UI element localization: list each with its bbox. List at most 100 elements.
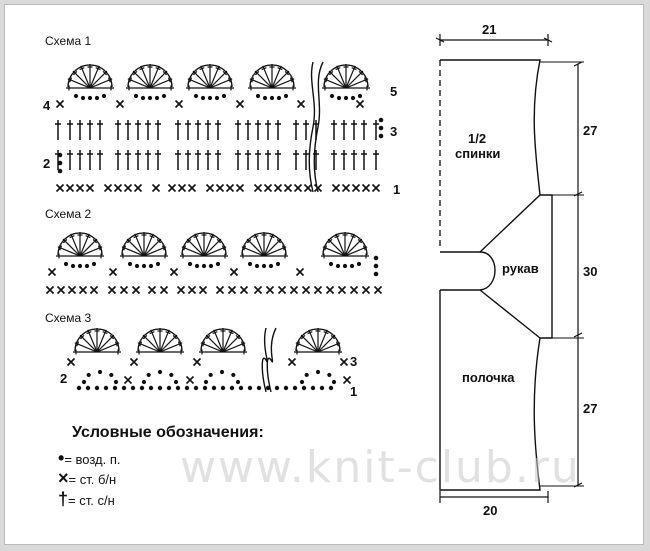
fan-stitch [222, 342, 246, 353]
fan-stitch-bar [221, 245, 225, 251]
fan-stitch-bar [156, 238, 162, 244]
chain-stitch [211, 385, 217, 391]
fan-stitch [70, 233, 81, 257]
fan-stitch-bar [126, 238, 132, 244]
chain-stitch [229, 385, 235, 391]
single-crochet [198, 285, 208, 295]
double-crochet [373, 150, 379, 170]
double-crochet [77, 150, 83, 170]
fan-stitch [254, 70, 273, 89]
fan-stitch [96, 329, 107, 353]
fan-stitch [192, 70, 211, 89]
fan-stitch [140, 65, 151, 89]
legend-item-double: †= ст. с/н [58, 489, 115, 509]
fan-stitch [121, 246, 145, 257]
fan-stitch [79, 233, 90, 257]
fan-stitch-bar [246, 238, 252, 244]
chain-stitch [57, 168, 63, 174]
fan-arc [57, 232, 103, 256]
single-crochet [253, 183, 263, 193]
fan-arc [241, 232, 287, 256]
chain-stitch [255, 93, 261, 99]
fan-stitch-bar [133, 235, 139, 239]
double-crochet [205, 120, 211, 140]
fan-stitch [205, 334, 224, 353]
single-crochet [47, 267, 57, 277]
fan-stitch-bar [362, 245, 366, 251]
fan-stitch [89, 78, 113, 89]
chain-stitch [70, 263, 76, 269]
chain-stitch [357, 93, 363, 99]
fan-stitch-bar [162, 70, 168, 76]
single-crochet [78, 285, 88, 295]
double-crochet [175, 150, 181, 170]
fan-stitch-bar [193, 235, 199, 239]
single-crochet [55, 183, 65, 193]
chain-stitch [141, 263, 147, 269]
back-label: спинки [455, 146, 500, 161]
chain-stitch [103, 385, 109, 391]
break-line [266, 327, 277, 393]
chain-stitch [207, 95, 213, 101]
fan-stitch-bar [76, 341, 80, 347]
fan-stitch-bar [300, 334, 306, 340]
double-crochet [195, 150, 201, 170]
fan-arc [74, 328, 120, 352]
fan-stitch [89, 65, 100, 89]
single-crochet [167, 183, 177, 193]
legend-title: Условные обозначения: [72, 424, 264, 441]
fan-stitch [72, 70, 91, 89]
fan-stitch-bar [289, 77, 293, 83]
fan-stitch [249, 78, 273, 89]
chain-stitch [148, 263, 154, 269]
chain-stitch [220, 385, 226, 391]
single-crochet [361, 183, 371, 193]
double-crochet [373, 120, 379, 140]
fan-stitch-bar [189, 77, 193, 83]
fan-stitch-bar [222, 70, 228, 76]
chain-stitch [378, 133, 384, 139]
double-crochet [145, 150, 151, 170]
double-crochet [275, 120, 281, 140]
fan-stitch-bar [240, 341, 244, 347]
front-label: полочка [462, 370, 515, 385]
chain-stitch [203, 379, 209, 385]
double-crochet [303, 150, 309, 170]
chain-stitch [84, 263, 90, 269]
single-crochet [253, 285, 263, 295]
double-crochet [215, 150, 221, 170]
fan-arc [187, 64, 233, 88]
fan-stitch-bar [102, 331, 108, 335]
row-label-4: 4 [43, 98, 51, 113]
single-crochet [55, 99, 65, 109]
chain-stitch [268, 263, 274, 269]
legend-item-chain: •= возд. п. [58, 448, 121, 468]
fan-stitch-bar [328, 70, 334, 76]
fan-stitch [345, 78, 369, 89]
fan-stitch-bar [276, 238, 282, 244]
front-outline [439, 290, 541, 491]
chain-stitch [342, 263, 348, 269]
chain-stitch [154, 95, 160, 101]
single-crochet [273, 183, 283, 193]
chain-stitch [201, 263, 207, 269]
fan-stitch-bar [350, 235, 356, 239]
single-crochet [341, 183, 351, 193]
chain-stitch [121, 385, 127, 391]
chain-stitch [247, 261, 253, 267]
fan-stitch [159, 342, 183, 353]
chain-stitch [331, 379, 337, 385]
fan-stitch [254, 233, 265, 257]
chain-stitch [63, 261, 69, 267]
double-crochet [303, 120, 309, 140]
single-crochet [227, 285, 237, 295]
double-crochet [125, 120, 131, 140]
single-crochet [133, 183, 143, 193]
single-crochet [339, 357, 349, 367]
fan-stitch [328, 70, 347, 89]
chain-stitch [187, 261, 193, 267]
fan-stitch-bar [216, 238, 222, 244]
single-crochet [337, 285, 347, 295]
fan-stitch [159, 329, 170, 353]
